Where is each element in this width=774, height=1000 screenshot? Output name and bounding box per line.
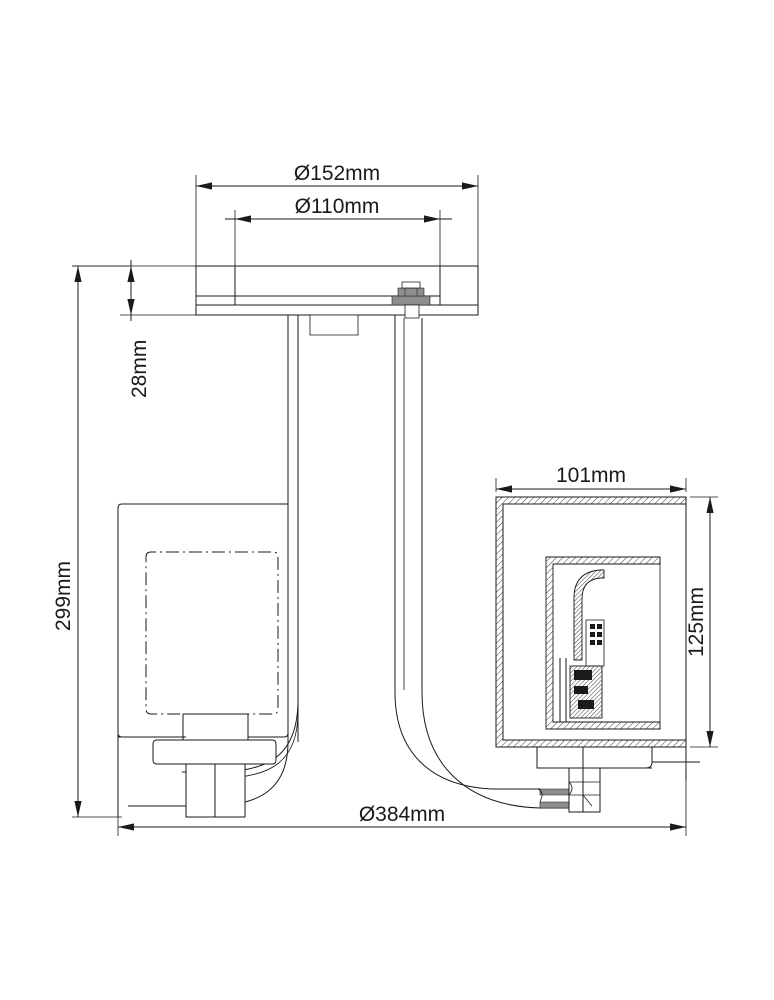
lamp-board-contacts — [590, 624, 602, 645]
lamp-bulb-section — [559, 569, 605, 722]
arrow-bottom — [706, 731, 714, 747]
dimension-label-shade-height: 125mm — [685, 587, 708, 657]
right-socket-notch — [568, 781, 573, 796]
socket-contact-upper — [574, 670, 592, 680]
arrow-bottom — [127, 299, 135, 315]
right-shade-base — [536, 746, 700, 813]
arrow-top — [74, 266, 82, 282]
dimension-label-canopy-inner: Ø110mm — [295, 195, 380, 218]
contact — [597, 624, 602, 629]
right-arm-wire-break — [537, 788, 543, 803]
arrow-left — [496, 485, 512, 493]
dimension-shade-height: 125mm — [685, 496, 718, 748]
arrow-right — [670, 823, 686, 831]
left-shade-outline — [117, 503, 289, 818]
bolt-nut — [397, 287, 425, 297]
bolt-shank — [404, 304, 420, 319]
arrow-left — [196, 182, 212, 190]
dimension-canopy-outer: Ø152mm — [195, 162, 479, 315]
bulb-glass-tube-hatched — [573, 569, 605, 661]
socket-contact-mid — [574, 686, 588, 694]
right-base-collar — [536, 746, 653, 769]
dimension-label-overall-height: 299mm — [52, 561, 75, 631]
canopy-mounting-bolt — [391, 281, 431, 319]
dimension-label-canopy-outer: Ø152mm — [294, 162, 380, 185]
right-arm-inner-curve — [394, 691, 540, 790]
arrow-right — [462, 182, 478, 190]
arrow-right — [424, 215, 440, 223]
dimension-canopy-inner: Ø110mm — [225, 195, 452, 312]
dimension-shade-width: 101mm — [495, 464, 687, 493]
dimension-label-shade-width: 101mm — [556, 464, 626, 487]
right-socket-lead — [582, 794, 593, 807]
arrow-top — [706, 497, 714, 513]
arrow-bottom — [74, 801, 82, 817]
arrow-left — [235, 215, 251, 223]
contact — [590, 624, 595, 629]
contact — [597, 632, 602, 637]
dimension-overall-height: 299mm — [52, 265, 130, 818]
arrow-top — [127, 266, 135, 282]
bolt-head — [401, 281, 421, 289]
canopy-recess-block — [309, 314, 359, 336]
canopy-base-plate — [195, 304, 479, 316]
right-socket-body — [568, 767, 601, 813]
contact — [590, 632, 595, 637]
left-shade-inner-hidden-outline — [145, 551, 279, 715]
contact — [590, 640, 595, 645]
arrow-left — [118, 823, 134, 831]
right-arm-outer-curve — [421, 691, 580, 809]
dimension-label-canopy-height: 28mm — [128, 340, 151, 398]
dimension-overall-width: Ø384mm — [117, 780, 687, 836]
dimension-label-overall-width: Ø384mm — [359, 803, 445, 826]
left-socket-collar — [152, 739, 277, 765]
bolt-flange — [391, 295, 431, 306]
contact — [597, 640, 602, 645]
left-shade-socket-neck — [182, 713, 249, 741]
arrow-right — [670, 485, 686, 493]
left-shade-body — [117, 503, 289, 738]
socket-contact-lower — [578, 700, 594, 709]
